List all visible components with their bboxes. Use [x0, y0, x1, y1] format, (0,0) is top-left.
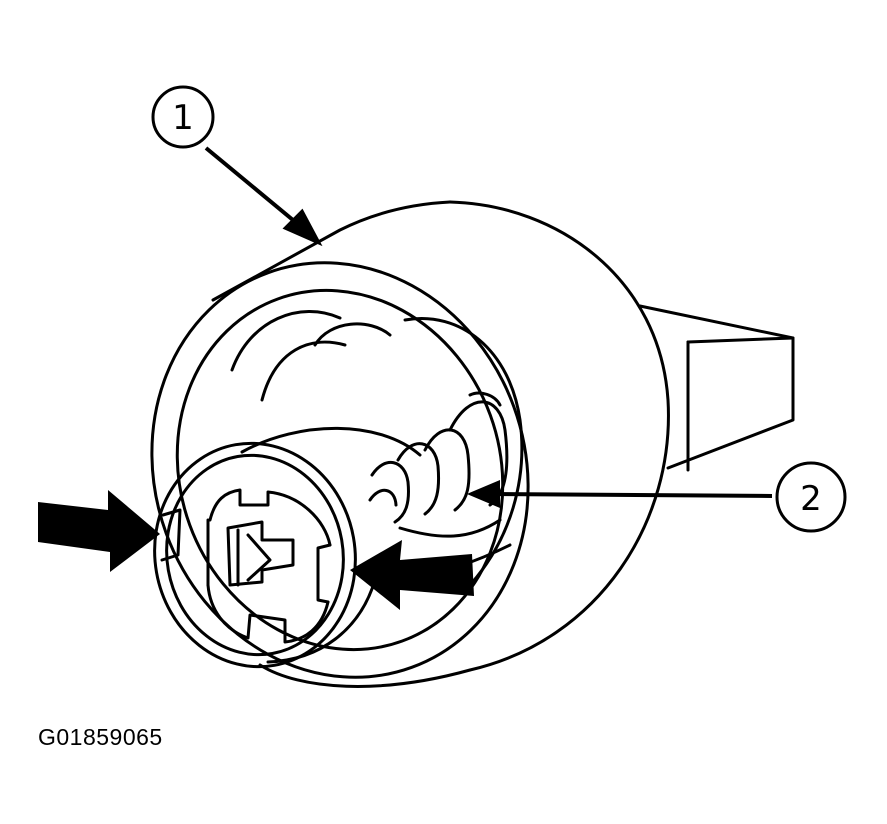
leader-line-1 — [204, 146, 307, 232]
press-arrow-right — [350, 540, 474, 610]
callout-2: 2 — [775, 461, 847, 533]
callout-1: 1 — [151, 85, 215, 149]
callout-1-number: 1 — [172, 98, 194, 138]
housing-bore — [175, 288, 524, 652]
plug-face — [160, 488, 332, 644]
terminal-pin — [226, 520, 295, 587]
outer-housing — [150, 200, 670, 688]
figure-code: G01859065 — [38, 724, 163, 750]
callout-2-number: 2 — [800, 479, 822, 519]
leader-line-2 — [489, 492, 773, 498]
plug-cylinder — [153, 426, 422, 669]
leader-arrowhead-1 — [282, 208, 323, 247]
leader-arrowhead-2 — [466, 479, 500, 509]
press-arrow-left — [38, 490, 160, 572]
connector-tab — [638, 304, 795, 472]
